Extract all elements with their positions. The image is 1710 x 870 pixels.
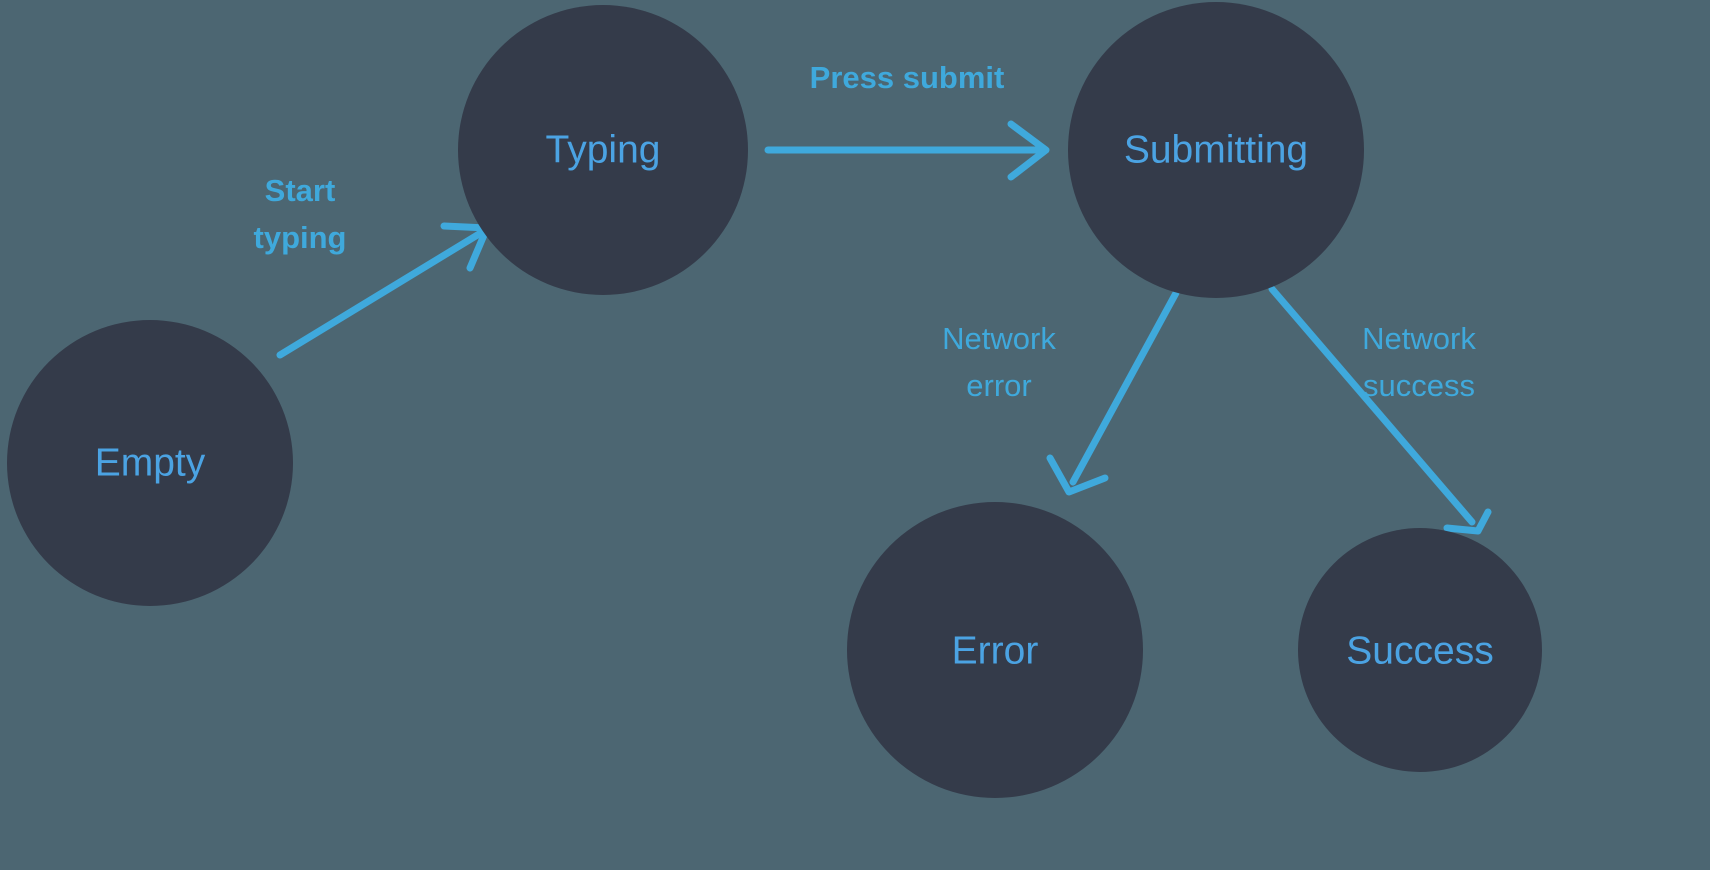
edge-typing-to-submitting	[764, 120, 1050, 181]
state-node-typing[interactable]: Typing	[458, 5, 748, 295]
edge-label-start-typing-line2: typing	[254, 220, 347, 255]
edge-label-network-success-line1: Network	[1362, 321, 1476, 356]
state-node-submitting[interactable]: Submitting	[1068, 2, 1364, 298]
edge-empty-to-typing-line	[276, 227, 488, 359]
edge-submitting-to-error-line	[1069, 289, 1180, 486]
edge-submitting-to-error	[1046, 289, 1180, 496]
edge-submitting-to-success	[1268, 285, 1492, 535]
edge-submitting-to-success-line	[1268, 285, 1476, 526]
state-node-error-circle[interactable]	[847, 502, 1143, 798]
state-node-success[interactable]: Success	[1298, 528, 1542, 772]
edge-label-network-success-line2: success	[1363, 368, 1475, 403]
state-node-empty[interactable]: Empty	[7, 320, 293, 606]
edge-label-network-error-line2: error	[966, 368, 1031, 403]
state-node-submitting-label: Submitting	[1124, 128, 1308, 171]
edge-submitting-to-error-arrowhead	[1046, 454, 1109, 496]
state-node-typing-label: Typing	[546, 128, 661, 171]
state-node-typing-circle[interactable]	[458, 5, 748, 295]
edge-label-start-typing-line1: Start	[265, 173, 336, 208]
state-node-error-label: Error	[952, 629, 1039, 672]
state-node-error[interactable]: Error	[847, 502, 1143, 798]
state-node-submitting-circle[interactable]	[1068, 2, 1364, 298]
state-node-success-label: Success	[1346, 629, 1493, 672]
state-node-success-circle[interactable]	[1298, 528, 1542, 772]
edge-submitting-to-success-arrowhead	[1443, 508, 1492, 535]
edge-typing-to-submitting-arrowhead	[1007, 120, 1050, 181]
edge-label-typing-to-submitting: Press submit	[810, 60, 1005, 95]
edge-label-submitting-to-success: Network success	[1362, 321, 1476, 403]
edge-label-press-submit-line1: Press submit	[810, 60, 1005, 95]
edge-label-empty-to-typing: Start typing	[254, 173, 347, 255]
state-node-empty-circle[interactable]	[7, 320, 293, 606]
edge-label-submitting-to-error: Network error	[942, 321, 1056, 403]
edge-label-network-error-line1: Network	[942, 321, 1056, 356]
state-node-empty-label: Empty	[95, 441, 206, 484]
